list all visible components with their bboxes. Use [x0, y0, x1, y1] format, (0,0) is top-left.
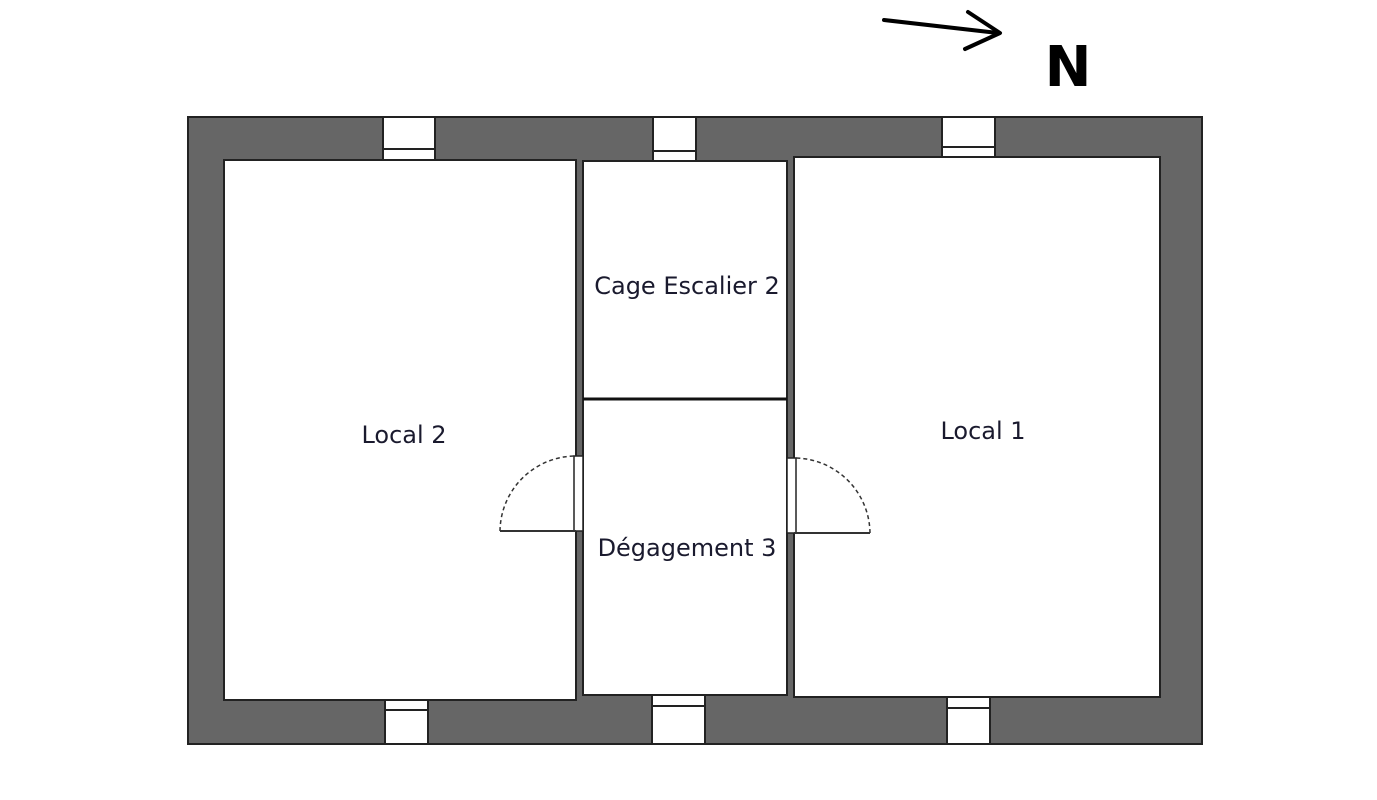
room-label-cage-escalier-2: Cage Escalier 2: [594, 272, 780, 300]
window-bottom-left: [384, 699, 429, 745]
window-bottom-center: [651, 694, 706, 745]
room-local-2: [223, 159, 577, 701]
room-label-local-2: Local 2: [361, 421, 446, 449]
room-center-block: [582, 160, 788, 696]
door-local-2: [499, 455, 584, 532]
window-top-center: [652, 116, 697, 162]
window-top-right: [941, 116, 996, 158]
window-top-left: [382, 116, 436, 161]
room-label-local-1: Local 1: [940, 417, 1025, 445]
room-label-degagement-3: Dégagement 3: [598, 534, 777, 562]
north-arrow-icon: [882, 10, 1002, 51]
window-bottom-right: [946, 696, 991, 745]
north-label: N: [1045, 35, 1092, 100]
door-local-1: [786, 457, 871, 534]
